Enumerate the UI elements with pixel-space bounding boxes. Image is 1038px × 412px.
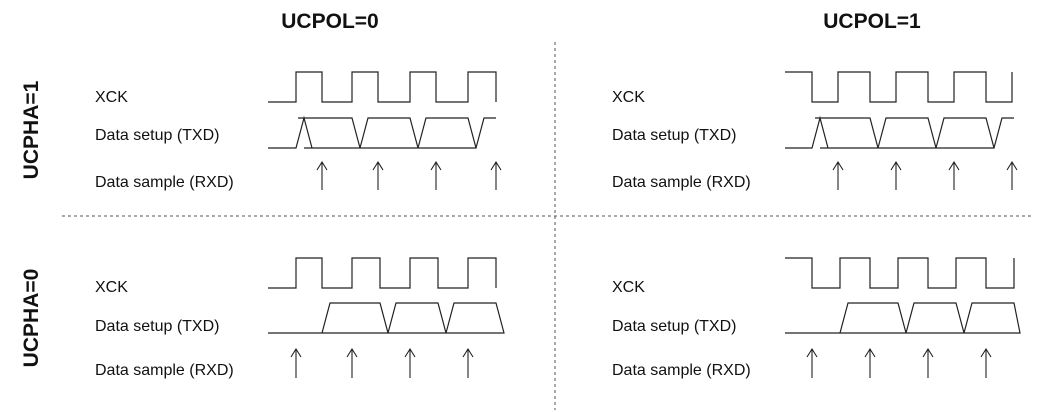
xck-waveform-q4	[785, 257, 1015, 289]
sample-label-q1: Data sample (RXD)	[95, 174, 234, 191]
quadrant-labels: XCK Data setup (TXD) Data sample (RXD) X…	[95, 89, 751, 379]
data-setup-waveform-q4	[785, 302, 1021, 334]
xck-label-q1: XCK	[95, 89, 128, 106]
xck-label-q4: XCK	[612, 279, 645, 296]
column-header-ucpol-1: UCPOL=1	[823, 10, 921, 33]
setup-label-q3: Data setup (TXD)	[95, 318, 219, 335]
data-setup-waveform-q3	[268, 302, 505, 334]
data-setup-waveform-q1	[268, 115, 496, 149]
sample-arrows-q2	[832, 160, 1018, 190]
sample-arrows-q3	[290, 347, 474, 378]
sample-label-q2: Data sample (RXD)	[612, 174, 751, 191]
xck-label-q2: XCK	[612, 89, 645, 106]
row-header-ucpha-1: UCPHA=1	[20, 80, 43, 179]
sample-arrows-q4	[806, 347, 992, 378]
xck-waveform-q2	[785, 71, 1013, 103]
row-header-ucpha-0: UCPHA=0	[20, 269, 43, 368]
xck-waveform-q1	[268, 71, 497, 103]
xck-waveform-q3	[268, 257, 497, 289]
setup-label-q4: Data setup (TXD)	[612, 318, 736, 335]
xck-label-q3: XCK	[95, 279, 128, 296]
sample-label-q4: Data sample (RXD)	[612, 362, 751, 379]
data-setup-waveform-q2	[785, 115, 1014, 149]
setup-label-q2: Data setup (TXD)	[612, 127, 736, 144]
column-header-ucpol-0: UCPOL=0	[281, 10, 378, 33]
sample-arrows-q1	[316, 160, 502, 190]
sample-label-q3: Data sample (RXD)	[95, 362, 234, 379]
setup-label-q1: Data setup (TXD)	[95, 127, 219, 144]
